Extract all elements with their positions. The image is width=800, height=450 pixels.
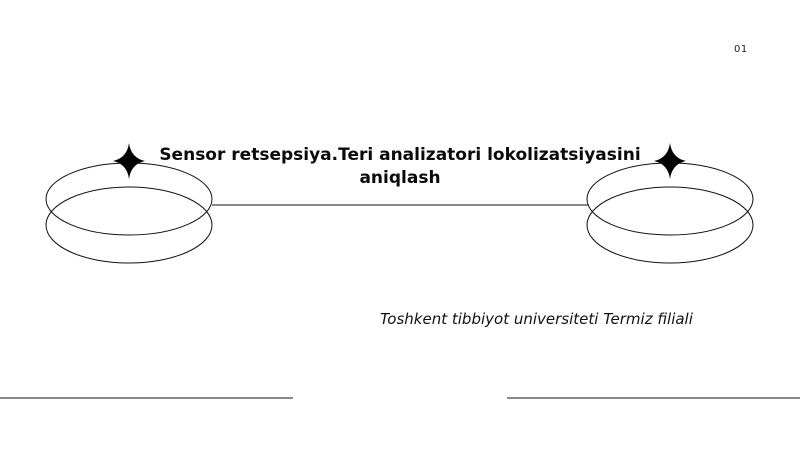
four-point-star-icon <box>113 143 145 179</box>
slide-number: 01 <box>734 44 748 55</box>
slide-title: Sensor retsepsiya.Teri analizatori lokol… <box>159 145 641 188</box>
four-point-star-icon <box>654 143 686 179</box>
slide-subtitle: Toshkent tibbiyot universiteti Termiz fi… <box>380 310 693 328</box>
